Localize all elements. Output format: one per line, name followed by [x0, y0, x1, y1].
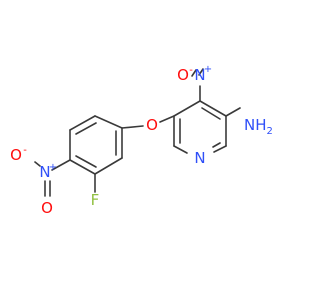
bond [69, 115, 96, 131]
nitro-b-plus-label: + [49, 162, 57, 173]
nitro-b-minus-label: - [23, 145, 27, 156]
bond [213, 145, 227, 153]
nitro-a-minus-label: - [189, 65, 193, 76]
bond [198, 68, 204, 76]
bond [173, 145, 188, 154]
bond-double-inner [75, 122, 97, 135]
nitro-b-oxygen-left-label: O [10, 146, 22, 164]
bond [173, 100, 201, 117]
bond-double-inner [201, 107, 221, 120]
amine-label: NH2 [244, 116, 273, 137]
bond-double-inner [75, 155, 97, 168]
pyridine-nitrogen-label: N [194, 149, 205, 167]
bond [94, 157, 123, 175]
fluorine-label: F [91, 191, 100, 209]
nitro-a-oxygen-top-label: O [177, 66, 189, 84]
atom-labels: O N + O - NH2 N F N + O - O [10, 64, 273, 217]
bond [121, 125, 144, 129]
molecule-canvas: O N + O - NH2 N F N + O - O [10, 64, 273, 217]
molecule-structure: O N + O - NH2 N F N + O - O [10, 64, 273, 217]
nitro-a-plus-label: + [204, 64, 212, 75]
bond [159, 115, 175, 123]
bond-double-inner [212, 142, 221, 148]
nitro-b-oxygen-bottom-label: O [41, 199, 53, 217]
bond [69, 159, 96, 175]
nitro-a-nitrogen-label: N [194, 66, 205, 84]
bond [199, 100, 227, 117]
ether-oxygen-label: O [146, 116, 158, 134]
bond [225, 107, 241, 117]
nitro-b-nitrogen-label: N [39, 163, 50, 181]
amine-subscript: 2 [267, 126, 273, 137]
bond [34, 161, 41, 167]
bond [191, 69, 197, 77]
amine-main: NH [244, 116, 267, 134]
bonds [34, 68, 241, 197]
bond [51, 159, 71, 171]
bond [94, 115, 123, 129]
